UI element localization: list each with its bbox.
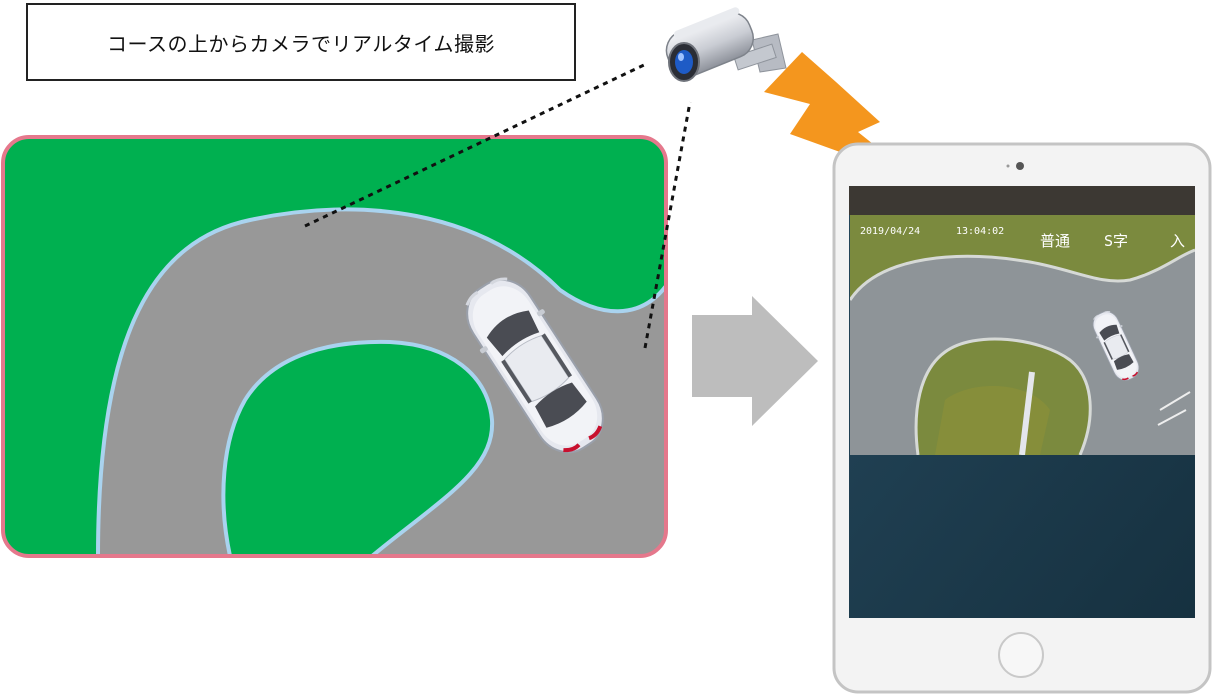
overlay-mode: 普通 (1040, 232, 1070, 250)
security-camera-icon (660, 5, 786, 82)
overlay-date: 2019/04/24 (860, 226, 920, 237)
tablet-home-button[interactable] (999, 633, 1043, 677)
course-illustration (3, 137, 666, 556)
screen-top-bar (849, 186, 1195, 215)
overlay-time: 13:04:02 (956, 226, 1004, 237)
overlay-status: 入 (1170, 232, 1185, 250)
tablet-camera-dot (1016, 162, 1024, 170)
overlay-course: S字 (1104, 232, 1128, 250)
tablet: 2019/04/24 13:04:02 普通 S字 入 (834, 144, 1210, 692)
camera-feed (850, 215, 1195, 455)
right-arrow-icon (692, 296, 818, 426)
